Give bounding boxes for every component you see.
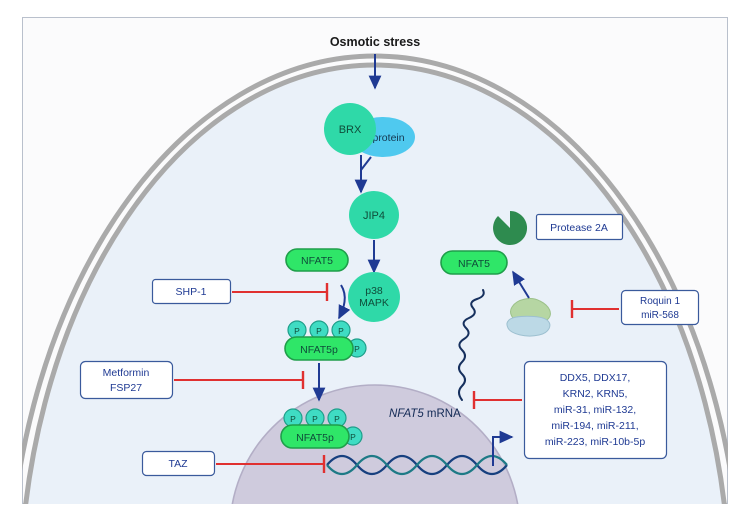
phosphate-label: P	[354, 344, 360, 354]
nfat5-right-label: NFAT5	[458, 258, 490, 270]
phosphate-label: P	[312, 414, 318, 424]
p38-mapk-node	[348, 272, 400, 322]
osmotic-stress-label: Osmotic stress	[330, 35, 420, 49]
p38-mapk-label-line2: MAPK	[359, 297, 389, 309]
nfat5-right-node	[440, 250, 508, 275]
nfat5p-cytoplasm-label: NFAT5p	[300, 344, 338, 356]
jip4-node	[349, 191, 399, 239]
rna-regulator-line-5: miR-223, miR-10b-5p	[545, 436, 646, 448]
brx-label: BRX	[339, 124, 362, 136]
taz-label: TAZ	[168, 458, 188, 470]
nfat5p-nucleus-group: P P P P NFAT5p	[280, 408, 363, 449]
nfat5-mrna-label: NFAT5 mRNA	[389, 408, 461, 420]
transcription-arrow	[492, 430, 514, 466]
roquin1-mir568-box[interactable]: Roquin 1 miR-568	[620, 289, 700, 326]
nfat5-cytoplasm-node	[285, 248, 349, 272]
nfat5-cytoplasm-label: NFAT5	[301, 255, 333, 267]
rna-regulator-line-1: DDX5, DDX17,	[560, 372, 631, 384]
brx-arrow-tick	[360, 156, 372, 171]
nfat5-phosphorylation-arrow	[338, 284, 351, 320]
fsp27-label: FSP27	[110, 382, 142, 394]
phosphate-label: P	[316, 326, 322, 336]
protease-2a-label: Protease 2A	[550, 222, 608, 234]
phosphate-label: P	[350, 432, 356, 442]
nfat5-mrna-suffix: mRNA	[424, 408, 461, 420]
nfat5p-cytoplasm-node	[284, 336, 354, 361]
rna-regulator-line-2: KRN2, KRN5,	[563, 388, 628, 400]
ribosome-small-subunit	[506, 315, 551, 337]
shp1-box[interactable]: SHP-1	[151, 278, 232, 305]
phosphate-label: P	[334, 414, 340, 424]
p38-mapk-label-line1: p38	[365, 285, 383, 297]
protease-icon	[493, 210, 528, 245]
taz-box[interactable]: TAZ	[141, 450, 216, 477]
translation-arrow	[512, 270, 530, 299]
brx-node	[324, 103, 376, 155]
jip4-label: JIP4	[363, 210, 385, 222]
ribosome	[506, 298, 551, 337]
nfat5p-nucleus-label: NFAT5p	[296, 432, 334, 444]
shp1-label: SHP-1	[176, 286, 207, 298]
rna-regulators-box[interactable]: DDX5, DDX17, KRN2, KRN5, miR-31, miR-132…	[523, 360, 668, 460]
mrna-strand	[458, 289, 485, 401]
nucleus	[231, 384, 519, 504]
phosphate-label: P	[294, 326, 300, 336]
protease-2a-box[interactable]: Protease 2A	[535, 213, 624, 241]
phosphate-label: P	[338, 326, 344, 336]
nfat5p-cytoplasm-group: P P P P NFAT5p	[284, 320, 367, 361]
phosphate-label: P	[290, 414, 296, 424]
rna-regulator-line-3: miR-31, miR-132,	[554, 404, 636, 416]
metformin-fsp27-box[interactable]: Metformin FSP27	[79, 360, 174, 400]
mir568-label: miR-568	[641, 310, 679, 321]
nfat5p-nucleus-node	[280, 424, 350, 449]
nfat5-mrna-gene: NFAT5	[389, 408, 424, 420]
rna-regulator-line-4: miR-194, miR-211,	[551, 420, 638, 432]
dna-double-helix	[326, 454, 508, 476]
metformin-label: Metformin	[103, 367, 150, 379]
roquin1-label: Roquin 1	[640, 296, 680, 307]
